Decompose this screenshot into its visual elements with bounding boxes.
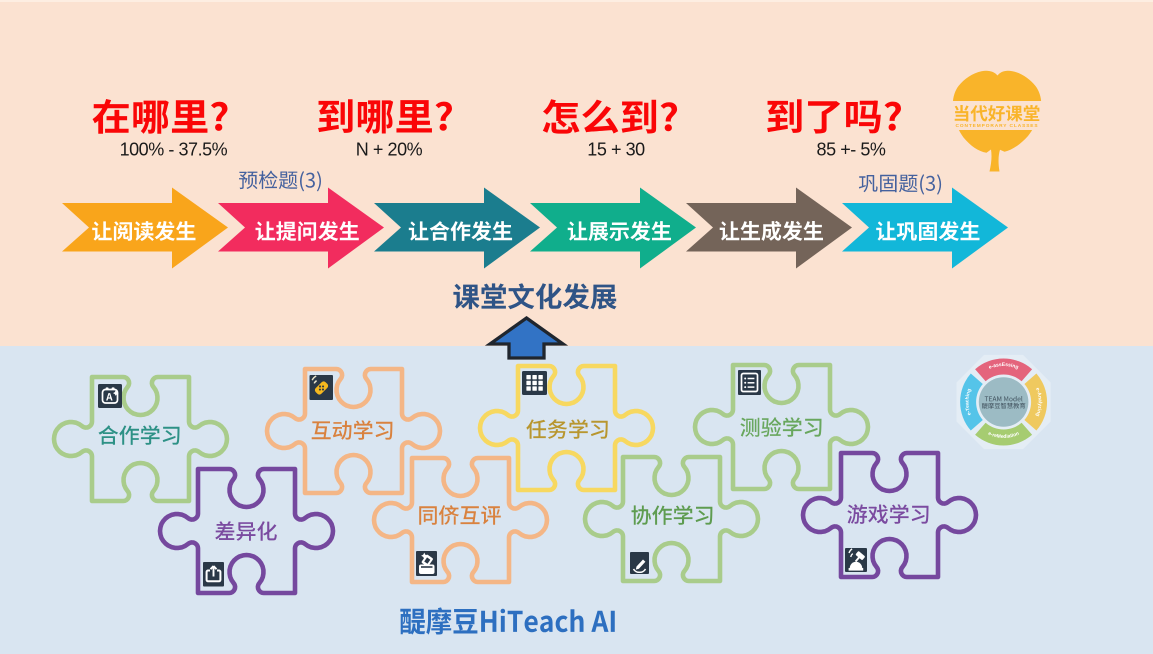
svg-text:e-Analyzing: e-Analyzing (1034, 387, 1043, 417)
svg-text:e-reMediation: e-reMediation (987, 431, 1020, 440)
svg-text:e-assEssing: e-assEssing (988, 362, 1019, 371)
svg-text:100% - 37.5%: 100% - 37.5% (120, 139, 228, 159)
svg-text:e-Teaching: e-Teaching (964, 388, 972, 416)
svg-text:85 +- 5%: 85 +- 5% (817, 139, 886, 159)
svg-text:CONTEMPORARY CLASSES: CONTEMPORARY CLASSES (955, 123, 1038, 129)
svg-text:15 + 30: 15 + 30 (587, 139, 645, 159)
svg-text:N + 20%: N + 20% (356, 139, 423, 159)
